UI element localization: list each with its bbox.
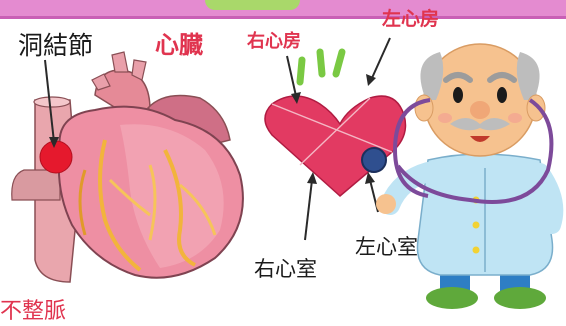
- label-right-atrium: 右心房: [247, 33, 301, 51]
- sinoatrial-node-marker: [40, 141, 72, 173]
- label-left-ventricle: 左心室: [355, 237, 418, 258]
- label-left-atrium: 左心房: [382, 10, 439, 29]
- doctor-character: [376, 44, 554, 309]
- label-heart: 心臓: [155, 33, 203, 57]
- label-arrhythmia: 不整脈: [0, 301, 66, 323]
- label-right-ventricle: 右心室: [254, 259, 317, 280]
- anatomical-heart-illustration: [12, 52, 243, 282]
- label-sinoatrial-node: 洞結節: [18, 33, 93, 58]
